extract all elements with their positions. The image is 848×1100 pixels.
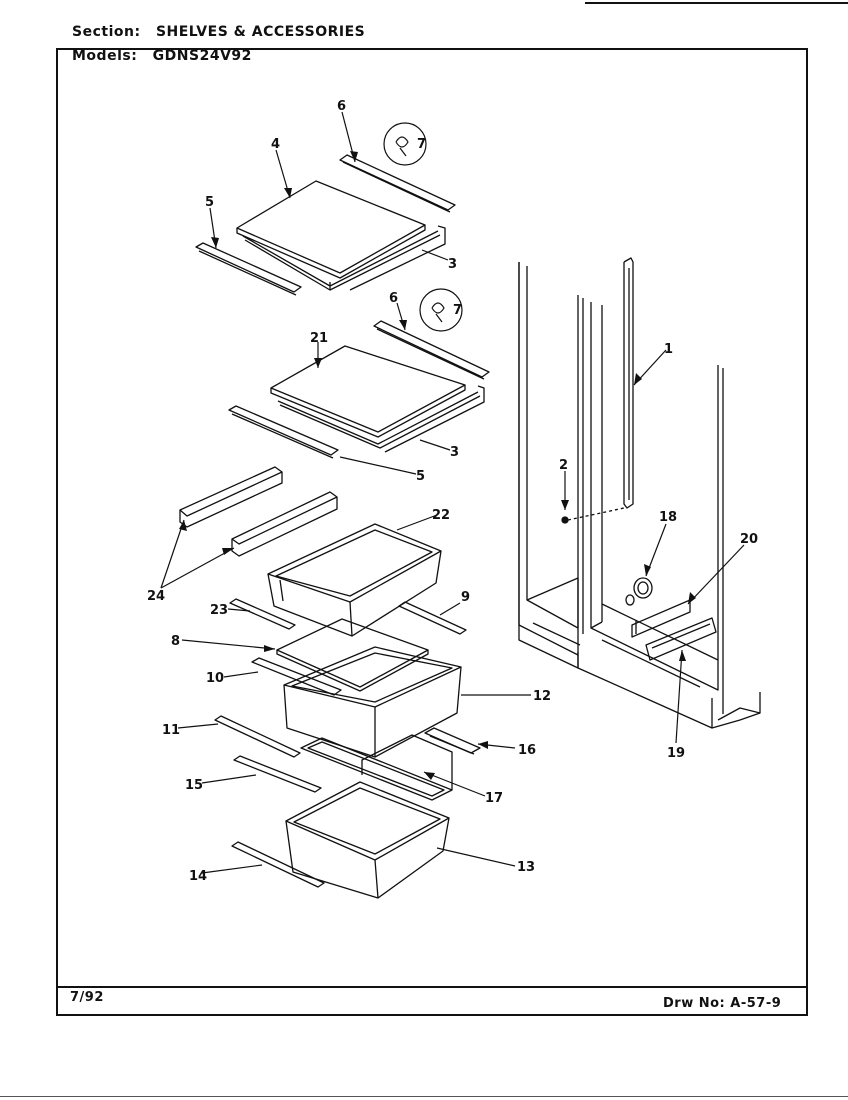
shelf-4-glass xyxy=(236,180,426,279)
callout-label: 4 xyxy=(271,137,280,152)
control-19 xyxy=(645,617,717,661)
rail-6-top xyxy=(339,154,456,213)
rail-5-top xyxy=(195,242,302,296)
rail-11 xyxy=(214,715,301,758)
callout-label: 15 xyxy=(185,778,203,793)
rail-9 xyxy=(398,601,467,635)
drawing-frame xyxy=(56,48,808,1016)
shelf-21-glass xyxy=(270,345,466,438)
section-value: SHELVES & ACCESSORIES xyxy=(155,24,366,40)
callout-label: 13 xyxy=(517,860,535,875)
rail-14 xyxy=(231,841,325,888)
section-label: Section: xyxy=(72,24,141,40)
top-edge-rule xyxy=(585,2,848,4)
callout-label: 21 xyxy=(310,331,328,346)
shelf-4-frame xyxy=(242,225,446,291)
callout-label: 1 xyxy=(664,342,673,357)
callout-label: 8 xyxy=(171,634,180,649)
screw-2 xyxy=(561,507,625,524)
callout-label: 18 xyxy=(659,510,677,525)
callout-circle-7-top xyxy=(383,122,427,166)
callout-label: 10 xyxy=(206,671,224,686)
callout-label: 6 xyxy=(389,291,398,306)
rail-10 xyxy=(251,657,342,696)
knob-18 xyxy=(625,577,653,606)
support-24-lower xyxy=(231,491,338,557)
callout-circle-7-second xyxy=(419,288,463,332)
callout-labels: 6 7 4 5 3 6 7 21 3 5 1 2 22 18 20 24 9 2… xyxy=(147,99,758,884)
callout-label: 9 xyxy=(461,590,470,605)
models-header: Models: GDNS24V92 xyxy=(72,48,252,64)
drawing-date: 7/92 xyxy=(70,990,104,1005)
callout-label: 22 xyxy=(432,508,450,523)
callout-label: 3 xyxy=(448,257,457,272)
rail-6-second xyxy=(373,320,490,380)
shelf-21-frame xyxy=(277,385,485,453)
models-label: Models: xyxy=(72,48,138,64)
pan-22 xyxy=(267,523,442,637)
callout-label: 11 xyxy=(162,723,180,738)
footer-divider xyxy=(56,986,808,988)
callout-label: 16 xyxy=(518,743,536,758)
models-value: GDNS24V92 xyxy=(152,48,252,64)
drawing-number: Drw No: A-57-9 xyxy=(663,996,782,1011)
rail-5-second xyxy=(228,405,339,459)
callout-label: 7 xyxy=(453,303,462,318)
callout-label: 20 xyxy=(740,532,758,547)
callout-label: 17 xyxy=(485,791,503,806)
section-header: Section: SHELVES & ACCESSORIES xyxy=(72,24,365,40)
callout-label: 14 xyxy=(189,869,207,884)
callout-label: 24 xyxy=(147,589,165,604)
pan-13 xyxy=(285,781,450,899)
callout-label: 5 xyxy=(416,469,425,484)
rail-15 xyxy=(233,755,322,793)
frame-17 xyxy=(300,734,453,801)
callout-label: 23 xyxy=(210,603,228,618)
bottom-edge-rule xyxy=(0,1096,848,1097)
ladder-rail-1 xyxy=(623,257,634,509)
slide-16 xyxy=(424,727,481,755)
callout-label: 19 xyxy=(667,746,685,761)
support-24-upper xyxy=(179,466,283,528)
callout-label: 7 xyxy=(417,137,426,152)
cabinet-liner xyxy=(518,262,761,729)
callout-label: 3 xyxy=(450,445,459,460)
rail-23 xyxy=(229,598,296,630)
cover-glass-8 xyxy=(276,618,429,692)
pan-12 xyxy=(283,646,462,758)
callout-label: 2 xyxy=(559,458,568,473)
callout-label: 12 xyxy=(533,689,551,704)
control-20 xyxy=(631,599,691,638)
callout-label: 6 xyxy=(337,99,346,114)
callout-label: 5 xyxy=(205,195,214,210)
